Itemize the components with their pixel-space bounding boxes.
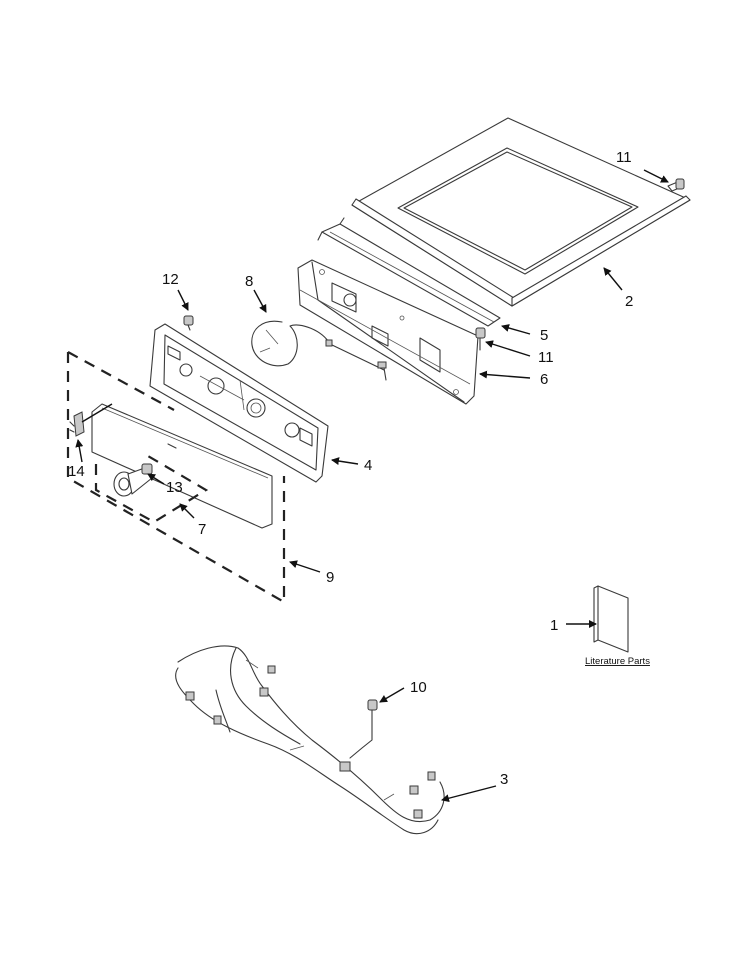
ground-bolt bbox=[367, 699, 378, 721]
control-knob bbox=[113, 463, 153, 497]
leader-13 bbox=[147, 473, 165, 485]
callout-14: 14 bbox=[68, 463, 85, 480]
console-wire-harness bbox=[251, 320, 387, 381]
leader-lines bbox=[75, 169, 669, 803]
callout-1: 1 bbox=[550, 617, 558, 634]
callout-9: 9 bbox=[326, 569, 334, 586]
leader-8 bbox=[253, 289, 267, 313]
callout-3: 3 bbox=[500, 771, 508, 788]
leader-4 bbox=[331, 457, 359, 466]
leader-7 bbox=[179, 503, 195, 519]
assembly-outline-7 bbox=[94, 455, 209, 524]
callout-2: 2 bbox=[625, 293, 633, 310]
main-wire-harness bbox=[175, 645, 445, 835]
callout-6: 6 bbox=[540, 371, 548, 388]
leader-11-mid bbox=[485, 340, 531, 357]
leader-14 bbox=[75, 439, 84, 463]
console-panel bbox=[91, 403, 273, 529]
literature-parts-label: Literature Parts bbox=[585, 656, 650, 667]
console-back-panel bbox=[297, 259, 479, 405]
callout-11-mid: 11 bbox=[538, 349, 554, 366]
leader-14-switch bbox=[81, 403, 113, 423]
callout-11-top: 11 bbox=[616, 149, 632, 166]
leader-9 bbox=[289, 560, 321, 573]
top-panel bbox=[351, 117, 691, 307]
callout-8: 8 bbox=[245, 273, 253, 290]
switch-part bbox=[69, 411, 85, 437]
control-console bbox=[149, 323, 329, 483]
leader-2 bbox=[603, 267, 623, 291]
screw-12 bbox=[183, 315, 194, 331]
callout-labels: 1 2 3 4 5 6 7 8 9 10 11 11 12 13 14 Lite… bbox=[68, 149, 650, 788]
callout-10: 10 bbox=[410, 679, 427, 696]
callout-7: 7 bbox=[198, 521, 206, 538]
callout-4: 4 bbox=[364, 457, 372, 474]
leader-3 bbox=[441, 785, 497, 803]
callout-5: 5 bbox=[540, 327, 548, 344]
leader-10 bbox=[379, 687, 405, 703]
leader-11-top bbox=[643, 169, 669, 183]
leader-6 bbox=[479, 370, 531, 379]
screw-top bbox=[667, 178, 685, 192]
mounting-bracket bbox=[317, 217, 501, 327]
assembly-outline-9 bbox=[66, 351, 286, 604]
literature-booklet bbox=[593, 585, 629, 653]
leader-5 bbox=[501, 324, 531, 335]
callout-13: 13 bbox=[166, 479, 183, 496]
leader-12 bbox=[177, 289, 189, 311]
screw-mid bbox=[475, 327, 486, 351]
callout-12: 12 bbox=[162, 271, 179, 288]
